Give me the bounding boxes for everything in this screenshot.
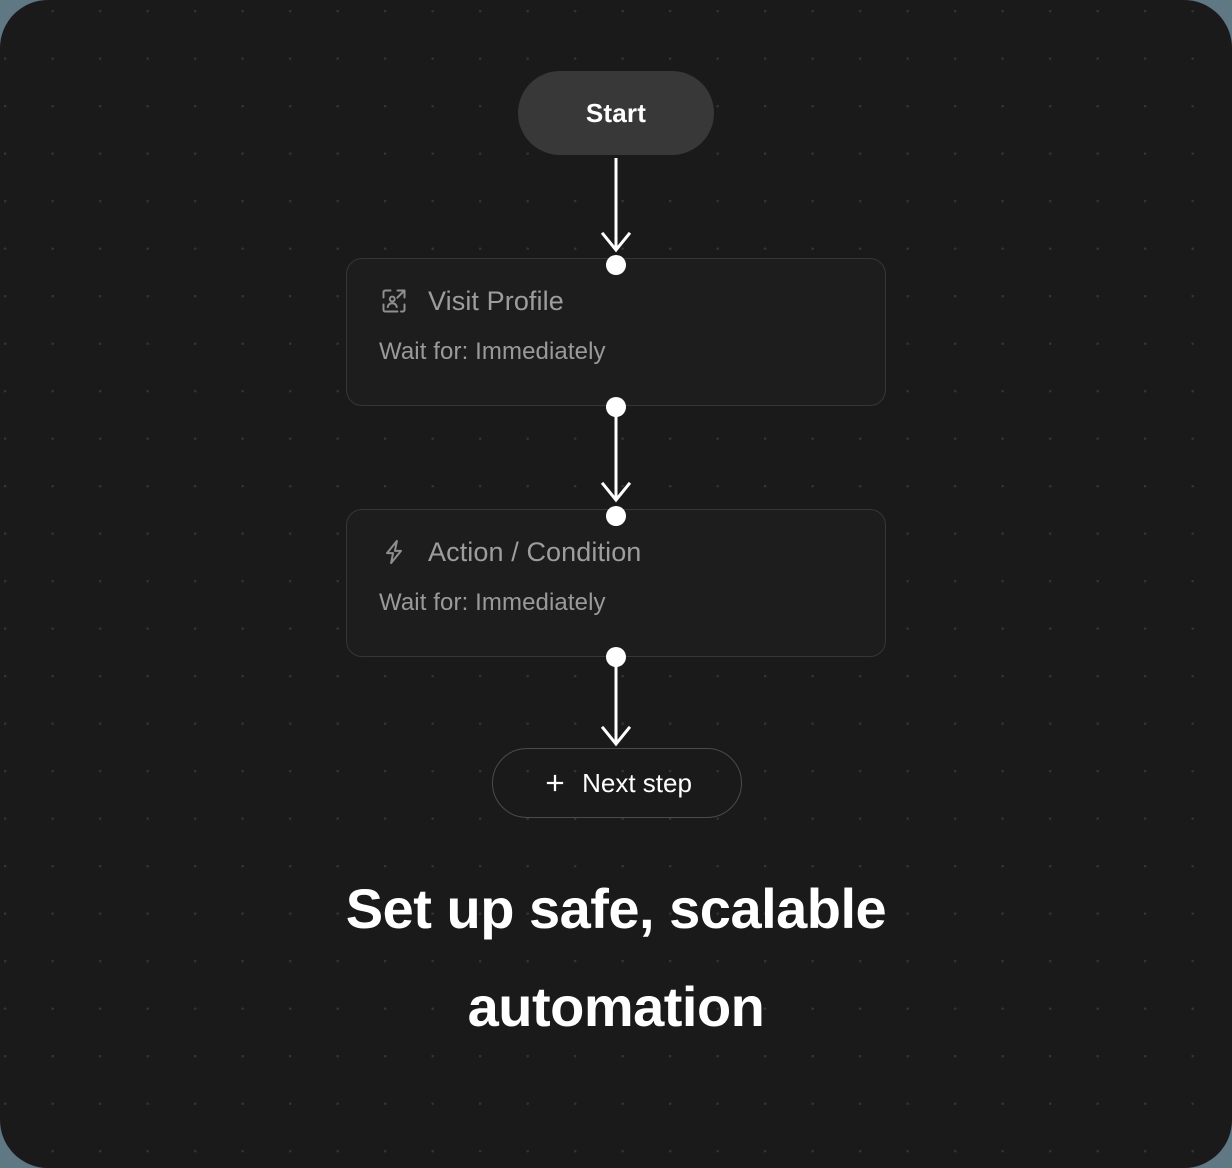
node-visit-profile[interactable]: Visit Profile Wait for: Immediately: [346, 258, 886, 406]
start-node[interactable]: Start: [518, 71, 714, 155]
node-action-condition[interactable]: Action / Condition Wait for: Immediately: [346, 509, 886, 657]
port-dot-visit-in[interactable]: [606, 255, 626, 275]
port-dot-visit-out[interactable]: [606, 397, 626, 417]
add-next-step-button[interactable]: Next step: [492, 748, 742, 818]
lightning-bolt-icon: [379, 537, 409, 567]
node-title: Visit Profile: [428, 285, 564, 316]
page-title-line-2: automation: [467, 975, 765, 1038]
page-title-line-1: Set up safe, scalable: [345, 877, 887, 940]
port-dot-action-in[interactable]: [606, 506, 626, 526]
add-next-step-label: Next step: [582, 767, 692, 798]
node-subtitle: Wait for: Immediately: [379, 589, 606, 616]
start-node-label: Start: [585, 97, 647, 128]
port-dot-action-out[interactable]: [606, 647, 626, 667]
node-header: Visit Profile: [379, 281, 853, 321]
node-subtitle: Wait for: Immediately: [379, 338, 606, 365]
node-title: Action / Condition: [428, 536, 642, 567]
node-header: Action / Condition: [379, 532, 853, 572]
page-title: Set up safe, scalable automation: [140, 860, 1092, 1056]
visit-profile-icon: [379, 286, 409, 316]
plus-icon: [542, 770, 568, 796]
